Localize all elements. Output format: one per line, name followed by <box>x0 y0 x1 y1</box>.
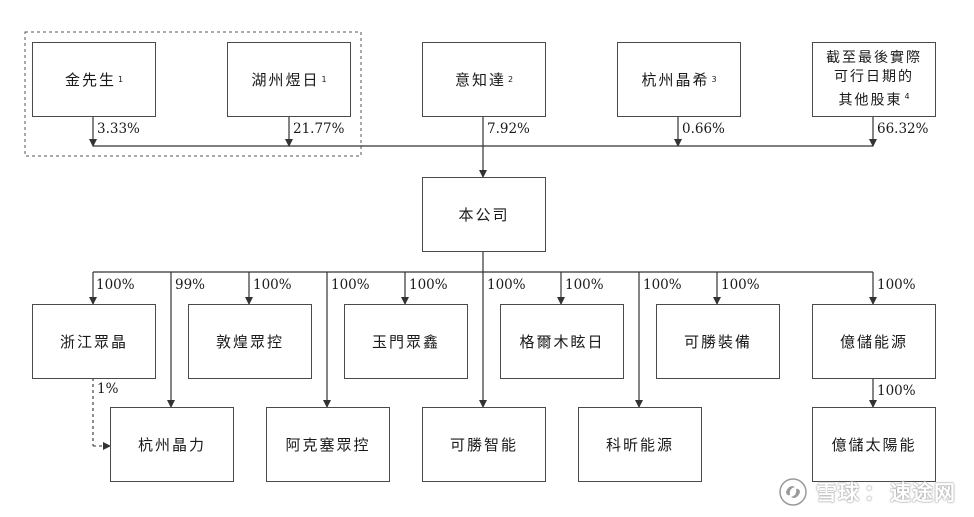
shareholder-hangzhou-jingxi-note: 3 <box>711 74 717 84</box>
sub-akesai-zhongkong: 阿克塞眾控 <box>266 407 390 482</box>
pct-jin: 3.33% <box>97 121 140 137</box>
sub-dunhuang-zhongkong: 敦煌眾控 <box>188 304 312 379</box>
shareholder-others-note: 4 <box>904 91 910 101</box>
pct-zhejiang-zhongjing: 100% <box>96 277 135 293</box>
sub-yumen-zhongxin: 玉門眾鑫 <box>344 304 468 379</box>
pct-hangzhou-jingxi: 0.66% <box>682 121 725 137</box>
shareholder-yizhida-name: 意知達 <box>454 70 506 89</box>
snowball-logo-icon <box>779 478 807 506</box>
sub-kesheng-zhineng: 可勝智能 <box>422 407 546 482</box>
shareholder-others-line3: 其他股東 <box>838 92 903 109</box>
pct-dunhuang-zhongkong: 100% <box>253 277 292 293</box>
shareholder-jin-name: 金先生 <box>64 70 116 89</box>
sub-kexin-nengyuan-name: 科昕能源 <box>605 435 674 454</box>
sub-kesheng-zhuangbei-name: 可勝裝備 <box>683 332 752 351</box>
shareholder-hangzhou-jingxi-name: 杭州晶希 <box>641 70 710 89</box>
sub-yumen-zhongxin-name: 玉門眾鑫 <box>371 332 440 351</box>
shareholder-yizhida-note: 2 <box>507 74 514 84</box>
pct-geermu-xuanri: 100% <box>565 277 604 293</box>
sub-kesheng-zhineng-name: 可勝智能 <box>449 435 518 454</box>
sub-yichu-nengyuan-name: 億儲能源 <box>839 332 908 351</box>
pct-hangzhou-jingli: 99% <box>175 277 206 293</box>
watermark-author: 速途网 <box>890 481 956 505</box>
shareholder-huzhou-yuri-note: 1 <box>321 74 327 84</box>
sub-yichu-taiyangneng: 億儲太陽能 <box>812 407 936 482</box>
pct-yumen-zhongxin: 100% <box>409 277 448 293</box>
shareholder-others-line1: 截至最後實際 <box>826 49 922 66</box>
pct-others: 66.32% <box>877 121 929 137</box>
sub-zhejiang-zhongjing: 浙江眾晶 <box>32 304 156 379</box>
sub-hangzhou-jingli: 杭州晶力 <box>110 407 234 482</box>
sub-hangzhou-jingli-name: 杭州晶力 <box>137 435 206 454</box>
sub-yichu-nengyuan: 億儲能源 <box>812 304 936 379</box>
concert-group-box <box>24 31 362 157</box>
sub-geermu-xuanri: 格爾木眩日 <box>500 304 624 379</box>
shareholder-others-line2: 可行日期的 <box>834 68 914 85</box>
watermark-separator: ： <box>864 481 886 505</box>
watermark-brand: 雪球 <box>816 481 860 505</box>
pct-kesheng-zhuangbei: 100% <box>721 277 760 293</box>
sub-zhejiang-zhongjing-name: 浙江眾晶 <box>59 332 128 351</box>
watermark: 雪球 ： 速途网 <box>778 477 956 507</box>
sub-akesai-zhongkong-name: 阿克塞眾控 <box>285 435 371 454</box>
pct-yichu-to-taiyangneng: 100% <box>877 383 916 399</box>
pct-huzhou-yuri: 21.77% <box>293 121 345 137</box>
pct-yichu-nengyuan: 100% <box>877 277 916 293</box>
company-name: 本公司 <box>458 205 510 224</box>
pct-yizhida: 7.92% <box>487 121 530 137</box>
sub-kesheng-zhuangbei: 可勝裝備 <box>656 304 780 379</box>
shareholder-jin-note: 1 <box>117 74 124 84</box>
company-node: 本公司 <box>422 177 546 252</box>
pct-zhongjing-to-jingli: 1% <box>97 381 119 397</box>
sub-kexin-nengyuan: 科昕能源 <box>578 407 702 482</box>
pct-akesai-zhongkong: 100% <box>331 277 370 293</box>
pct-kexin-nengyuan: 100% <box>643 277 682 293</box>
sub-dunhuang-zhongkong-name: 敦煌眾控 <box>215 332 284 351</box>
pct-kesheng-zhineng: 100% <box>487 277 526 293</box>
sub-yichu-taiyangneng-name: 億儲太陽能 <box>831 435 917 454</box>
shareholder-huzhou-yuri-name: 湖州煜日 <box>251 70 320 89</box>
sub-geermu-xuanri-name: 格爾木眩日 <box>519 332 605 351</box>
